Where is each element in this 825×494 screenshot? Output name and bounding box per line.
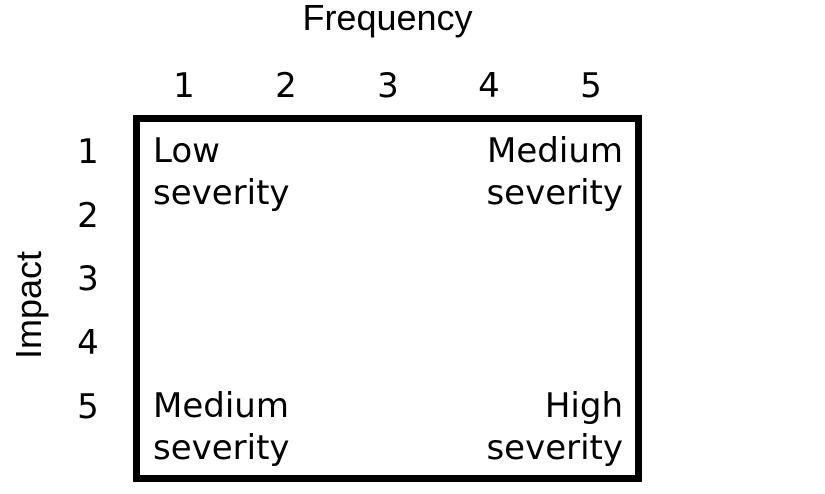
y-tick-2: 2	[77, 196, 99, 236]
cell-bottom-left-medium-severity: Medium severity	[153, 386, 290, 468]
x-tick-4: 4	[478, 66, 500, 106]
y-tick-5: 5	[77, 387, 99, 427]
x-tick-2: 2	[275, 66, 297, 106]
y-axis-title: Impact	[8, 250, 49, 360]
y-tick-3: 3	[77, 259, 99, 299]
cell-top-right-medium-severity: Medium severity	[486, 131, 623, 213]
x-axis-title: Frequency	[302, 0, 473, 38]
cell-top-left-low-severity: Low severity	[153, 131, 290, 213]
y-tick-4: 4	[77, 323, 99, 363]
y-tick-1: 1	[77, 132, 99, 172]
x-tick-3: 3	[377, 66, 399, 106]
cell-bottom-right-high-severity: High severity	[486, 386, 623, 468]
x-tick-1: 1	[173, 66, 195, 106]
matrix-box: Low severity Medium severity Medium seve…	[133, 115, 642, 482]
x-tick-5: 5	[580, 66, 602, 106]
